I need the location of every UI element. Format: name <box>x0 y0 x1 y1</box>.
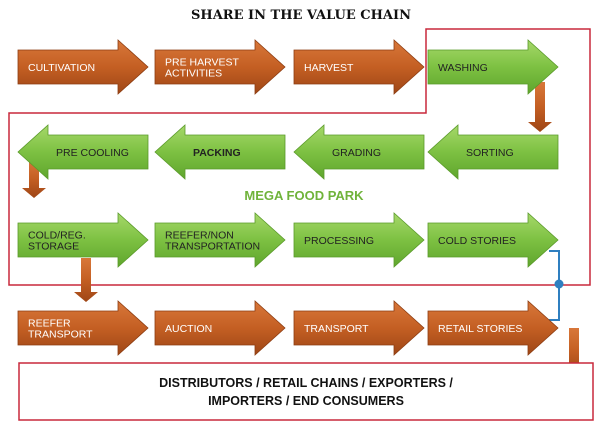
arrow-shape <box>17 212 149 268</box>
arrow-shape <box>293 300 425 356</box>
down-arrow-washing-to-sorting <box>528 82 552 132</box>
step-label: TRANSPORT <box>304 323 369 335</box>
bracket-connector <box>549 250 564 321</box>
step-label: RETAIL STORIES <box>438 323 522 335</box>
down-arrow-retail-to-consumers <box>562 328 586 374</box>
step-cold-stories: COLD STORIES <box>427 212 559 268</box>
arrow-shape <box>427 300 559 356</box>
step-sorting: SORTING <box>427 124 559 180</box>
step-label: GRADING <box>332 147 381 159</box>
step-label: WASHING <box>438 62 488 74</box>
step-label: CULTIVATION <box>28 62 95 74</box>
down-arrow-precooling-to-storage <box>22 160 46 198</box>
step-cold-reg-storage: COLD/REG.STORAGE <box>17 212 149 268</box>
step-label: STORAGE <box>28 241 79 253</box>
step-auction: AUCTION <box>154 300 286 356</box>
arrow-shape <box>17 300 149 356</box>
step-label: REEFER/NON <box>165 230 234 242</box>
step-retail-stories: RETAIL STORIES <box>427 300 559 356</box>
arrow-shape <box>17 124 149 180</box>
step-cultivation: CULTIVATION <box>17 39 149 95</box>
step-label: PRE COOLING <box>56 147 129 159</box>
step-packing: PACKING <box>154 124 286 180</box>
arrow-shape <box>427 212 559 268</box>
step-washing: WASHING <box>427 39 559 95</box>
step-label: PROCESSING <box>304 235 374 247</box>
arrow-shape <box>427 124 559 180</box>
end-consumers-line-1: DISTRIBUTORS / RETAIL CHAINS / EXPORTERS… <box>159 376 453 390</box>
step-transport: TRANSPORT <box>293 300 425 356</box>
mega-food-park-label: MEGA FOOD PARK <box>244 188 364 203</box>
step-label: PACKING <box>193 147 241 159</box>
step-label: SORTING <box>466 147 514 159</box>
arrow-shape <box>293 212 425 268</box>
step-label: COLD/REG. <box>28 230 86 242</box>
arrow-shape <box>293 39 425 95</box>
step-label: PRE HARVEST <box>165 57 239 69</box>
step-processing: PROCESSING <box>293 212 425 268</box>
step-label: AUCTION <box>165 323 212 335</box>
step-label: TRANSPORTATION <box>165 241 260 253</box>
step-label: TRANSPORT <box>28 329 93 341</box>
diagram-title: SHARE IN THE VALUE CHAIN <box>191 8 411 23</box>
arrow-shape <box>427 39 559 95</box>
arrow-shape <box>293 124 425 180</box>
step-harvest: HARVEST <box>293 39 425 95</box>
step-label: REEFER <box>28 318 71 330</box>
end-consumers-box: DISTRIBUTORS / RETAIL CHAINS / EXPORTERS… <box>18 362 594 421</box>
step-label: COLD STORIES <box>438 235 516 247</box>
bracket-dot <box>554 279 564 289</box>
step-pre-cooling: PRE COOLING <box>17 124 149 180</box>
arrow-shape <box>17 39 149 95</box>
arrow-shape <box>154 39 286 95</box>
arrow-shape <box>154 124 286 180</box>
step-label: HARVEST <box>304 62 354 74</box>
step-label: ACTIVITIES <box>165 68 222 80</box>
step-grading: GRADING <box>293 124 425 180</box>
mega-food-park-boundary <box>8 28 591 286</box>
down-arrow-storage-to-reefer <box>74 258 98 302</box>
end-consumers-line-2: IMPORTERS / END CONSUMERS <box>208 394 404 408</box>
arrow-shape <box>154 212 286 268</box>
arrow-shape <box>154 300 286 356</box>
